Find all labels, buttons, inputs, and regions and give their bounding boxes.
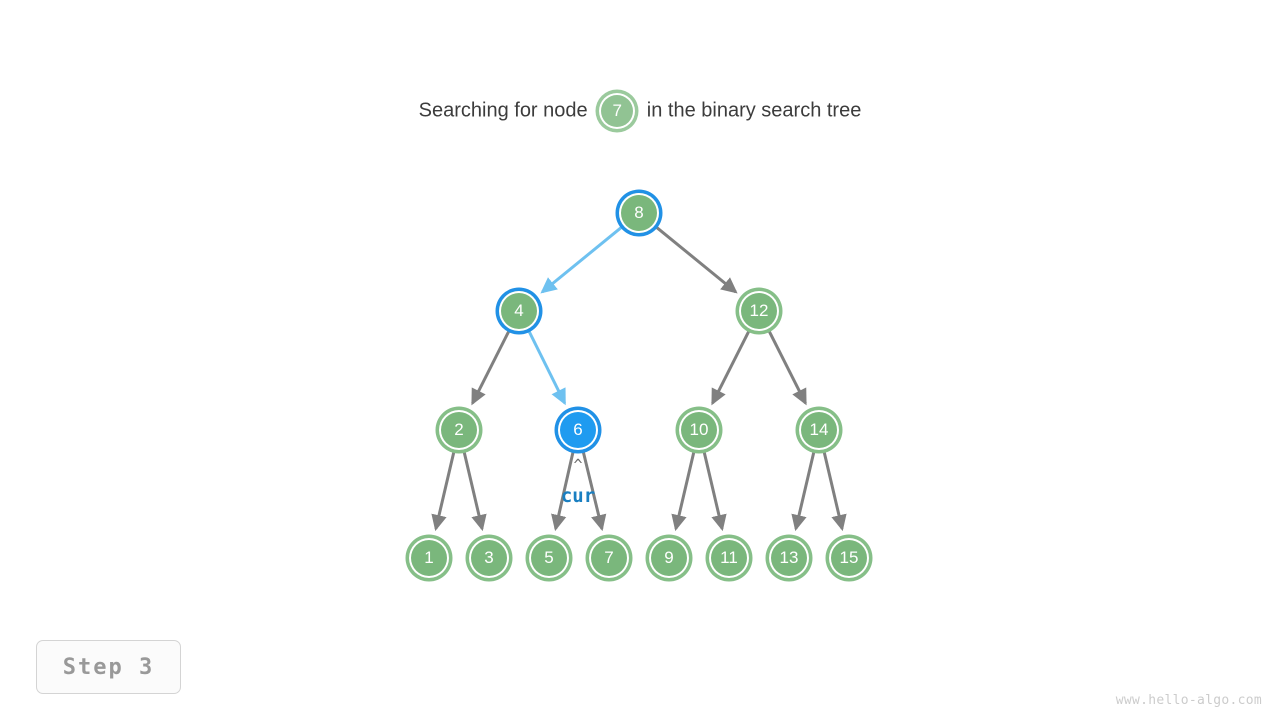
tree-node-13[interactable]: 13 <box>769 538 809 578</box>
tree-node-14[interactable]: 14 <box>799 410 839 450</box>
tree-node-9[interactable]: 9 <box>649 538 689 578</box>
tree-edge <box>655 226 738 294</box>
title-prefix: Searching for node <box>418 99 588 122</box>
step-badge: Step 3 <box>36 640 181 694</box>
page-title: Searching for node 7 in the binary searc… <box>0 93 1280 129</box>
tree-node-1[interactable]: 1 <box>409 538 449 578</box>
tree-node-7[interactable]: 7 <box>589 538 629 578</box>
cur-pointer-label: cur <box>560 485 596 507</box>
tree-node-4[interactable]: 4 <box>499 291 539 331</box>
title-suffix: in the binary search tree <box>646 99 862 122</box>
title-target-node: 7 <box>599 93 636 129</box>
tree-edge <box>671 452 696 532</box>
tree-edge <box>431 452 456 532</box>
tree-node-10[interactable]: 10 <box>679 410 719 450</box>
tree-edge <box>768 330 807 406</box>
tree-node-5[interactable]: 5 <box>529 538 569 578</box>
tree-edge <box>540 226 623 294</box>
tree-edge <box>462 452 487 532</box>
cur-pointer: ^ cur <box>538 458 618 509</box>
tree-edge <box>711 330 750 406</box>
watermark: www.hello-algo.com <box>1115 693 1262 708</box>
tree-node-2[interactable]: 2 <box>439 410 479 450</box>
tree-node-8[interactable]: 8 <box>619 193 659 233</box>
tree-node-11[interactable]: 11 <box>709 538 749 578</box>
tree-node-15[interactable]: 15 <box>829 538 869 578</box>
tree-edge <box>527 330 567 406</box>
tree-edge <box>702 452 727 532</box>
tree-edge <box>471 330 510 406</box>
tree-node-6[interactable]: 6 <box>558 410 598 450</box>
tree-node-3[interactable]: 3 <box>469 538 509 578</box>
cur-caret-icon: ^ <box>573 456 583 474</box>
tree-edge <box>791 452 816 532</box>
tree-node-12[interactable]: 12 <box>739 291 779 331</box>
tree-edge <box>822 452 847 532</box>
